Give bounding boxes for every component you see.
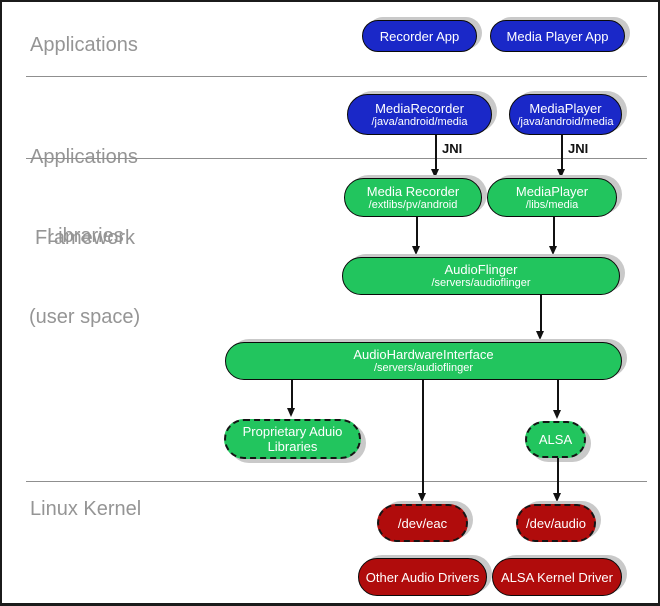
node-alsa-kernel-driver: ALSA Kernel Driver	[492, 558, 622, 596]
layer-divider	[26, 481, 647, 482]
node-path: /java/android/media	[371, 115, 468, 128]
arrow-down-icon	[412, 246, 420, 255]
node-title: Media Recorder	[366, 183, 460, 199]
node-path: /servers/audioflinger	[373, 362, 474, 374]
node-title: ALSA	[538, 432, 573, 447]
arrow-down-icon	[418, 493, 426, 502]
layer-divider	[26, 76, 647, 77]
node-audioflinger: AudioFlinger /servers/audioflinger	[342, 257, 620, 295]
edge-label-jni-right: JNI	[568, 141, 589, 156]
node-path: /java/android/media	[517, 115, 614, 128]
node-path: /libs/media	[525, 198, 579, 211]
node-title: Other Audio Drivers	[365, 569, 480, 585]
node-mediaplayer-lib: MediaPlayer /libs/media	[487, 178, 617, 217]
connector-ahi-to-alsa	[557, 380, 559, 412]
node-recorder-app: Recorder App	[362, 20, 477, 52]
node-proprietary-audio-libraries: Proprietary Aduio Libraries	[224, 419, 361, 459]
node-title: /dev/audio	[526, 515, 586, 531]
node-audio-hardware-interface: AudioHardwareInterface /servers/audiofli…	[225, 342, 622, 380]
layer-label-line: Framework	[35, 227, 136, 249]
node-other-audio-drivers: Other Audio Drivers	[358, 558, 487, 596]
node-title: ALSA Kernel Driver	[501, 569, 613, 585]
arrow-down-icon	[553, 410, 561, 419]
node-title: MediaRecorder	[375, 100, 464, 116]
connector-recorder-to-audioflinger	[416, 217, 418, 248]
node-title: Recorder App	[379, 28, 460, 44]
connector-audioflinger-to-ahi	[540, 295, 542, 333]
node-path: /extlibs/pv/android	[368, 198, 458, 211]
connector-ahi-to-proprietary	[291, 380, 293, 410]
layer-label-linux-kernel: Linux Kernel	[30, 498, 142, 520]
connector-jni-right	[561, 135, 563, 171]
layer-label-applications: Applications	[30, 34, 138, 56]
connector-ahi-to-dev-eac	[422, 380, 424, 495]
node-mediaplayer-framework: MediaPlayer /java/android/media	[509, 94, 622, 135]
node-dev-eac: /dev/eac	[377, 504, 468, 542]
node-title: AudioHardwareInterface	[353, 347, 494, 362]
node-title-line2: Libraries	[267, 439, 318, 454]
layer-label-line: (user space)	[29, 306, 141, 328]
layer-label-line: Libraries	[47, 225, 124, 247]
node-path: /servers/audioflinger	[431, 277, 531, 289]
node-mediarecorder-framework: MediaRecorder /java/android/media	[347, 94, 492, 135]
node-alsa: ALSA	[525, 421, 586, 458]
node-media-recorder-lib: Media Recorder /extlibs/pv/android	[344, 178, 482, 217]
layer-label-libraries: Libraries (user space)	[29, 169, 140, 385]
layer-divider	[26, 158, 647, 159]
node-title: MediaPlayer	[529, 100, 602, 116]
node-title: AudioFlinger	[444, 262, 518, 277]
layer-label-line: Applications	[30, 146, 138, 168]
connector-player-to-audioflinger	[553, 217, 555, 248]
arrow-down-icon	[553, 493, 561, 502]
connector-jni-left	[435, 135, 437, 171]
arrow-down-icon	[287, 408, 295, 417]
node-title: Media Player App	[506, 28, 609, 44]
arrow-down-icon	[549, 246, 557, 255]
node-dev-audio: /dev/audio	[516, 504, 596, 542]
arrow-down-icon	[557, 169, 565, 178]
node-title: Proprietary Aduio	[242, 424, 343, 439]
arrow-down-icon	[431, 169, 439, 178]
node-media-player-app: Media Player App	[490, 20, 625, 52]
connector-alsa-to-dev-audio	[557, 458, 559, 495]
node-title: /dev/eac	[397, 515, 448, 531]
edge-label-jni-left: JNI	[442, 141, 463, 156]
arrow-down-icon	[536, 331, 544, 340]
layer-label-applications-framework: Applications Framework	[30, 90, 138, 306]
node-title: MediaPlayer	[515, 183, 589, 199]
